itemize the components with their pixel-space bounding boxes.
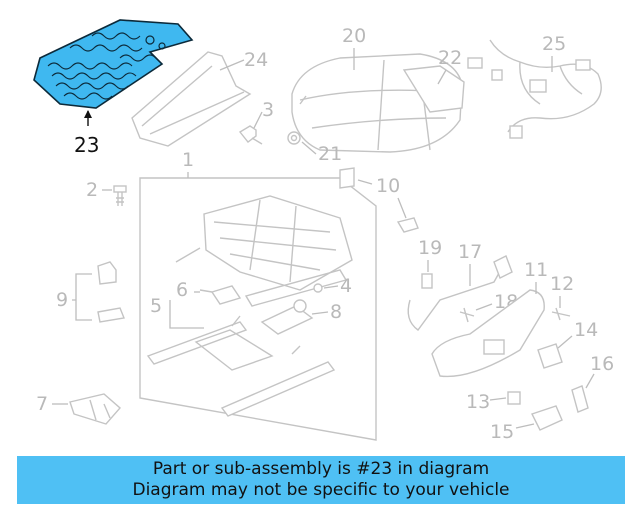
part-6-motor[interactable] xyxy=(199,285,242,305)
part-7-actuator[interactable] xyxy=(69,393,121,425)
part-22-cushion-cover[interactable] xyxy=(402,65,465,113)
part-10-clip[interactable] xyxy=(396,217,419,233)
part-25-wiring-harness[interactable] xyxy=(467,39,602,139)
callout-24[interactable]: 24 xyxy=(244,49,268,71)
part-14-switch[interactable] xyxy=(537,343,563,369)
part-16-knob[interactable] xyxy=(571,385,589,413)
arrow-head-23 xyxy=(84,110,92,118)
seat-back-pan xyxy=(299,95,307,105)
callout-9[interactable]: 9 xyxy=(56,289,68,311)
part-23-seat-heater[interactable] xyxy=(33,19,194,109)
info-banner: Part or sub-assembly is #23 in diagram D… xyxy=(17,456,625,504)
callout-3[interactable]: 3 xyxy=(262,99,274,121)
part-3-bolt[interactable] xyxy=(238,125,263,145)
callout-15[interactable]: 15 xyxy=(490,421,514,443)
callout-4[interactable]: 4 xyxy=(340,275,352,297)
callout-13[interactable]: 13 xyxy=(466,391,490,413)
part-19-switch[interactable] xyxy=(421,273,433,289)
part-17-cable[interactable] xyxy=(407,255,513,331)
callout-19[interactable]: 19 xyxy=(418,237,442,259)
part-4-bolt[interactable] xyxy=(313,283,323,293)
callout-1[interactable]: 1 xyxy=(182,149,194,171)
part-8-motor[interactable] xyxy=(260,299,314,335)
callout-12[interactable]: 12 xyxy=(550,273,574,295)
banner-line-disclaimer: Diagram may not be specific to your vehi… xyxy=(132,480,510,500)
callout-5[interactable]: 5 xyxy=(150,295,162,317)
callout-22[interactable]: 22 xyxy=(438,47,462,69)
callout-14[interactable]: 14 xyxy=(574,319,598,341)
callout-20[interactable]: 20 xyxy=(342,25,366,47)
callout-6[interactable]: 6 xyxy=(176,279,188,301)
callout-25[interactable]: 25 xyxy=(542,33,566,55)
part-11-side-shield[interactable] xyxy=(431,289,545,378)
part-12-screw[interactable] xyxy=(551,307,571,321)
part-9-brackets[interactable] xyxy=(97,261,125,323)
callout-11[interactable]: 11 xyxy=(524,259,548,281)
callout-10[interactable]: 10 xyxy=(376,175,400,197)
part-2-screw[interactable] xyxy=(113,185,127,206)
callout-23[interactable]: 23 xyxy=(74,133,99,157)
callout-16[interactable]: 16 xyxy=(590,353,614,375)
callout-8[interactable]: 8 xyxy=(330,301,342,323)
callout-2[interactable]: 2 xyxy=(86,179,98,201)
callout-21[interactable]: 21 xyxy=(318,143,342,165)
part-13-switch[interactable] xyxy=(507,391,521,405)
part-10-bracket[interactable] xyxy=(339,167,355,189)
part-24-side-trim[interactable] xyxy=(131,51,252,147)
callout-17[interactable]: 17 xyxy=(458,241,482,263)
part-15-knob[interactable] xyxy=(531,405,563,431)
callout-7[interactable]: 7 xyxy=(36,393,48,415)
part-5-seat-track[interactable] xyxy=(146,315,336,417)
banner-line-part: Part or sub-assembly is #23 in diagram xyxy=(152,459,490,479)
part-1-assembly-outline xyxy=(139,177,377,441)
part-18-screw[interactable] xyxy=(459,307,475,323)
part-1-seat-frame[interactable] xyxy=(175,195,353,307)
part-21-clip[interactable] xyxy=(287,131,301,145)
